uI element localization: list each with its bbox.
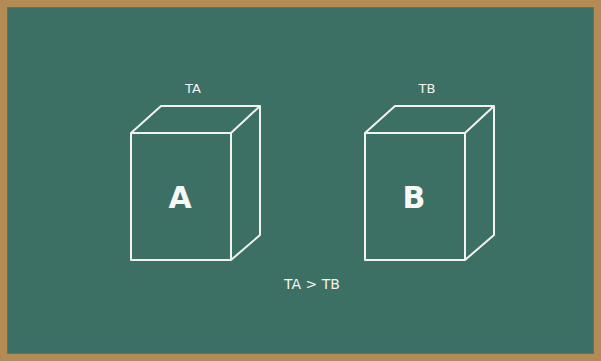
temperature-label: TA — [130, 81, 256, 96]
temperature-label: TB — [364, 81, 490, 96]
comparison-note: TA > TB — [284, 276, 340, 292]
cube-edges — [131, 106, 260, 260]
cube: TBB — [364, 105, 495, 262]
block-letter: A — [130, 133, 230, 262]
block-letter: B — [364, 133, 464, 262]
cube-edges — [365, 106, 494, 260]
cube-outline — [130, 105, 261, 262]
cube-outline — [364, 105, 495, 262]
cube: TAA — [130, 105, 261, 262]
